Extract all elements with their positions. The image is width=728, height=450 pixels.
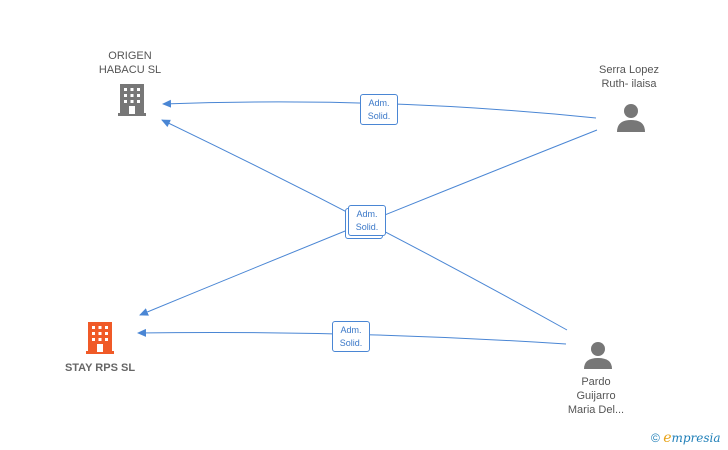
copyright-symbol: © — [651, 431, 660, 445]
badge-line: Solid. — [355, 222, 379, 232]
person-label-pardo: Pardo Guijarro Maria Del... — [556, 375, 636, 417]
label-line: Ruth- ilaisa — [601, 78, 657, 90]
brand-name: mpresia — [671, 431, 721, 445]
label-line: Pardo — [581, 376, 611, 388]
building-icon — [118, 84, 146, 116]
edge-role-badge[interactable]: Adm. Solid. — [332, 321, 370, 352]
label-line: Guijarro — [576, 390, 616, 402]
label-line: ORIGEN — [108, 50, 152, 62]
label-line: STAY RPS SL — [64, 362, 136, 374]
badge-line: Adm. — [340, 325, 362, 335]
company-label-stay: STAY RPS SL — [50, 361, 150, 375]
person-icon — [617, 104, 645, 132]
label-line: Serra Lopez — [599, 64, 659, 76]
edge-role-badge[interactable]: Adm. Solid. — [348, 205, 386, 236]
brand-logo[interactable]: © empresia — [651, 430, 721, 446]
badge-line: Solid. — [367, 111, 391, 121]
building-icon — [86, 322, 114, 354]
person-label-serra: Serra Lopez Ruth- ilaisa — [589, 63, 669, 91]
badge-line: Solid. — [339, 338, 363, 348]
label-line: Maria Del... — [567, 404, 625, 416]
label-line: HABACU SL — [98, 64, 162, 76]
company-label-origen: ORIGEN HABACU SL — [90, 49, 170, 77]
badge-line: Adm. — [368, 98, 390, 108]
brand-e: e — [663, 430, 672, 446]
edge-role-badge[interactable]: Adm. Solid. — [360, 94, 398, 125]
badge-line: Adm. — [356, 209, 378, 219]
person-icon — [584, 342, 612, 369]
